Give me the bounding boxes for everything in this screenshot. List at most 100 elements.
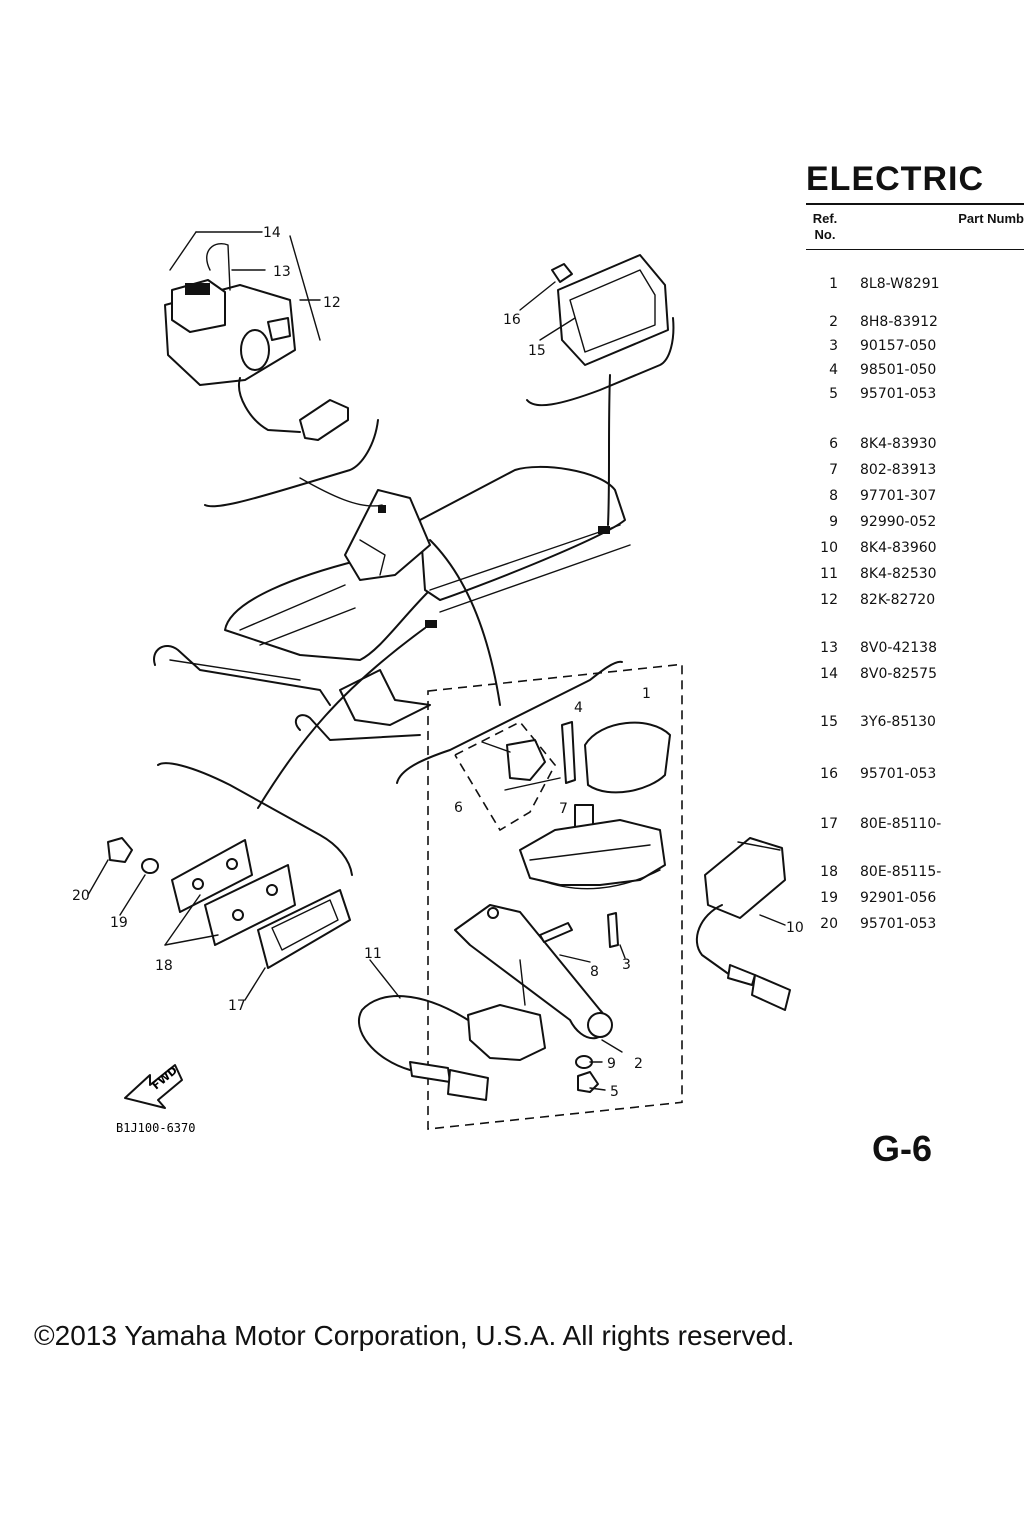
table-row: 10 8K4-83960 (806, 540, 1024, 562)
callout-19: 19 (110, 915, 128, 931)
copyright-notice: ©2013 Yamaha Motor Corporation, U.S.A. A… (34, 1320, 795, 1351)
table-row: 1 8L8-W8291 (806, 276, 1024, 298)
callout-9: 9 (607, 1056, 616, 1072)
snowmobile-illustration (153, 465, 631, 741)
part-number: 8V0-42138 (860, 640, 937, 656)
table-row: 13 8V0-42138 (806, 640, 1024, 662)
table-row: 6 8K4-83930 (806, 436, 1024, 458)
callout-15: 15 (528, 343, 546, 359)
part-number: 8V0-82575 (860, 666, 937, 682)
ref-number: 14 (820, 666, 838, 682)
callout-4: 4 (574, 700, 583, 716)
callout-12: 12 (323, 295, 341, 311)
page-code: G-6 (872, 1128, 933, 1169)
bracket-line-top-left (204, 419, 379, 508)
table-top-rule (806, 203, 1024, 205)
ref-no-header: Ref. No. (812, 211, 838, 242)
callout-16: 16 (503, 312, 521, 328)
part-number: 8H8-83912 (860, 314, 938, 330)
table-row: 7 802-83913 (806, 462, 1024, 484)
table-row: 18 80E-85115- (806, 864, 1024, 886)
callout-20: 20 (72, 888, 90, 904)
control-module (695, 837, 791, 1011)
callout-3: 3 (622, 957, 631, 973)
callout-18: 18 (155, 958, 173, 974)
leader-handlebar (429, 539, 501, 706)
ref-number: 19 (820, 890, 838, 906)
table-header-rule (806, 249, 1024, 250)
part-number: 8K4-83960 (860, 540, 937, 556)
ref-number: 4 (829, 362, 838, 378)
ref-number: 5 (829, 386, 838, 402)
bracket-line-left (157, 762, 353, 876)
section-title: ELECTRIC (806, 160, 984, 198)
table-row: 2 8H8-83912 (806, 314, 1024, 336)
part-number: 8K4-83930 (860, 436, 937, 452)
leader-console (299, 477, 383, 507)
table-row: 3 90157-050 (806, 338, 1024, 360)
ref-number: 13 (820, 640, 838, 656)
callout-2: 2 (634, 1056, 643, 1072)
table-row: 15 3Y6-85130 (806, 714, 1024, 736)
ref-number: 1 (829, 276, 838, 292)
assembly-boundary (427, 663, 683, 1130)
part-number: 80E-85110- (860, 816, 942, 832)
ref-number: 7 (829, 462, 838, 478)
table-row: 14 8V0-82575 (806, 666, 1024, 688)
table-row: 19 92901-056 (806, 890, 1024, 912)
front-reflector-group (87, 837, 351, 1001)
part-number: 92990-052 (860, 514, 937, 530)
part-number: 95701-053 (860, 386, 937, 402)
ref-number: 15 (820, 714, 838, 730)
parts-rows: 1 8L8-W8291 2 8H8-83912 3 90157-050 4 98501-… (806, 256, 1024, 976)
ref-number: 2 (829, 314, 838, 330)
bracket-line-top-right (526, 317, 675, 407)
bracket-line-right (396, 660, 623, 784)
table-row: 4 98501-050 (806, 362, 1024, 384)
exploded-parts-diagram: FWD B1J100-6370 14 13 12 16 15 1 4 6 7 8… (72, 225, 804, 1135)
callout-10: 10 (786, 920, 804, 936)
ref-number: 20 (820, 916, 838, 932)
handlebar-lever-assembly (358, 720, 671, 1101)
ref-number: 10 (820, 540, 838, 556)
table-row: 9 92990-052 (806, 514, 1024, 536)
table-row: 12 82K-82720 (806, 592, 1024, 614)
ref-number: 11 (820, 566, 838, 582)
parts-table: Ref. No. Part Numb 1 8L8-W8291 2 8H8-83912… (806, 203, 1024, 976)
table-row: 20 95701-053 (806, 916, 1024, 938)
ref-number: 18 (820, 864, 838, 880)
ref-number: 9 (829, 514, 838, 530)
callout-6: 6 (454, 800, 463, 816)
ref-number: 12 (820, 592, 838, 608)
part-number: 82K-82720 (860, 592, 936, 608)
seat-reflector (519, 254, 669, 366)
table-row: 17 80E-85110- (806, 816, 1024, 838)
callout-5: 5 (610, 1084, 619, 1100)
ref-number: 16 (820, 766, 838, 782)
part-number: 92901-056 (860, 890, 937, 906)
leader-front-reflector (257, 627, 426, 809)
callout-17: 17 (228, 998, 246, 1014)
part-number: 3Y6-85130 (860, 714, 936, 730)
drawing-code: B1J100-6370 (116, 1121, 195, 1135)
callout-7: 7 (559, 801, 568, 817)
part-number: 8L8-W8291 (860, 276, 940, 292)
ref-number: 17 (820, 816, 838, 832)
forward-direction-arrow: FWD (124, 1064, 183, 1109)
part-number: 98501-050 (860, 362, 937, 378)
callout-1: 1 (642, 686, 651, 702)
ref-number: 8 (829, 488, 838, 504)
part-number: 90157-050 (860, 338, 937, 354)
part-number-header: Part Numb (958, 211, 1024, 226)
table-row: 5 95701-053 (806, 386, 1024, 408)
leader-seat-reflector (607, 374, 611, 526)
ref-number: 6 (829, 436, 838, 452)
callout-8: 8 (590, 964, 599, 980)
part-number: 80E-85115- (860, 864, 942, 880)
ref-number: 3 (829, 338, 838, 354)
callout-13: 13 (273, 264, 291, 280)
part-number: 95701-053 (860, 916, 937, 932)
part-number: 802-83913 (860, 462, 937, 478)
